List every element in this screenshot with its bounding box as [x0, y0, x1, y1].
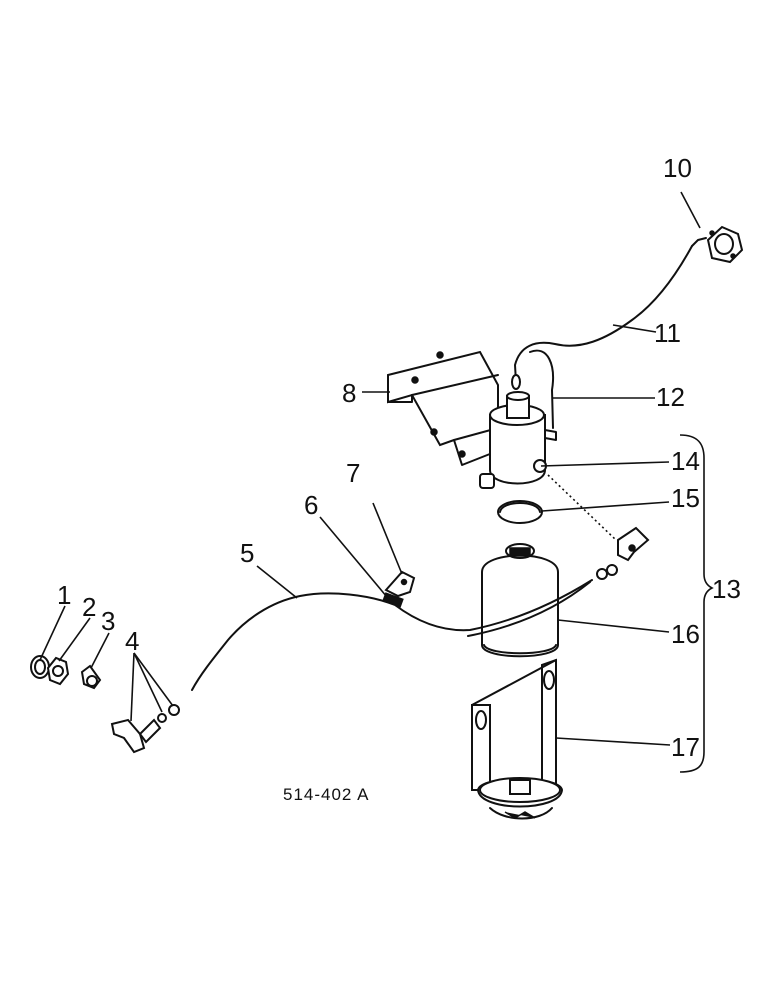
callout-7: 7	[346, 458, 360, 488]
part-5-fuel-line	[191, 579, 593, 691]
callout-12: 12	[656, 382, 685, 412]
callout-5: 5	[240, 538, 254, 568]
part-11-wire-loop	[529, 349, 554, 429]
part-10-sender	[691, 225, 744, 264]
elbow-fitting-right	[617, 526, 650, 562]
part-2-nut	[46, 656, 70, 686]
callout-1: 1	[57, 580, 71, 610]
callout-13: 13	[712, 574, 741, 604]
part-16-filter-canister	[481, 543, 559, 658]
part-3-fitting	[80, 664, 102, 690]
assembly-line	[547, 474, 617, 541]
part-8-bracket	[387, 350, 501, 466]
callout-16: 16	[671, 619, 700, 649]
callout-4: 4	[125, 626, 139, 656]
small-nuts-right	[596, 564, 618, 580]
callout-14: 14	[671, 446, 700, 476]
part-1-washer	[30, 655, 50, 679]
callout-2: 2	[82, 592, 96, 622]
callout-17: 17	[671, 732, 700, 762]
part-7-clip	[384, 570, 416, 598]
part-4-elbow	[110, 704, 180, 754]
callout-11: 11	[654, 318, 681, 348]
callout-15: 15	[671, 483, 700, 513]
part-6-sleeve	[382, 592, 404, 608]
part-14-pump-head	[479, 391, 557, 489]
leader-lines	[39, 191, 714, 773]
part-11-wire	[514, 245, 693, 383]
callout-6: 6	[304, 490, 318, 520]
part-17-bowl-clamp	[471, 658, 564, 820]
callout-8: 8	[342, 378, 356, 408]
part-15-seal	[497, 500, 543, 524]
drawing-number: 514-402 A	[283, 785, 370, 804]
callout-10: 10	[663, 153, 692, 183]
callout-3: 3	[101, 606, 115, 636]
